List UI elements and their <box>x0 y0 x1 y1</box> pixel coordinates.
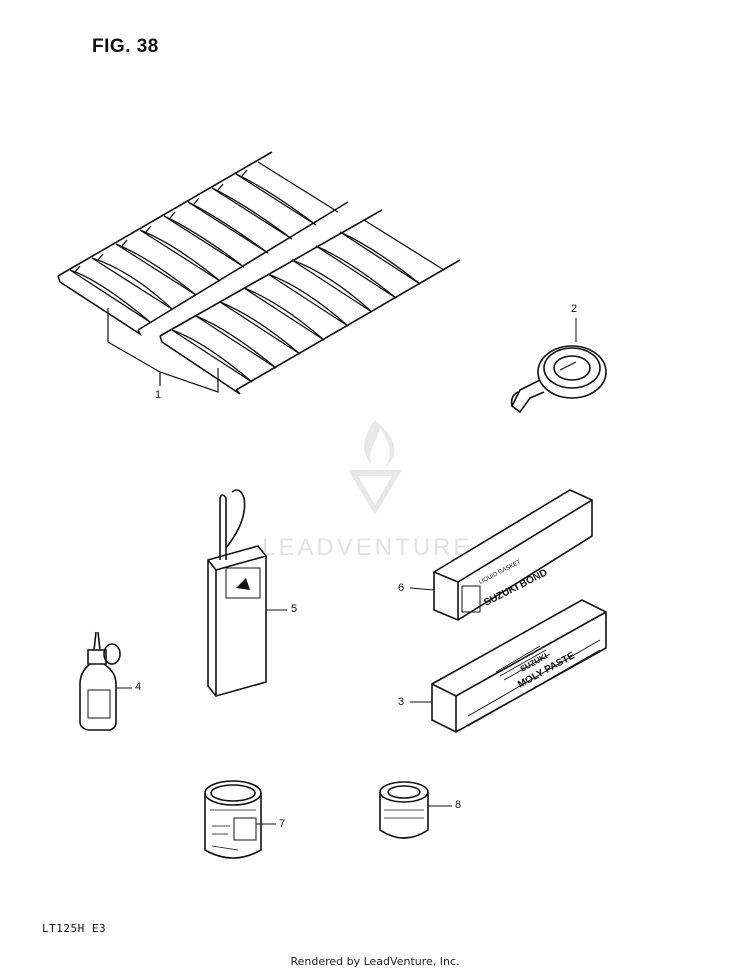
leader-lines <box>116 587 452 825</box>
leadventure-logo-icon <box>348 420 402 515</box>
callout-5: 5 <box>291 603 298 615</box>
small-can-icon <box>379 781 429 839</box>
tire-pressure-gauge-icon <box>510 318 607 414</box>
figure-title: FIG. 38 <box>92 36 159 57</box>
footer-credit: Rendered by LeadVenture, Inc. <box>290 955 460 968</box>
watermark-text: LEADVENTURE <box>262 534 473 561</box>
fuel-can-icon <box>207 489 267 697</box>
callout-3: 3 <box>398 696 405 708</box>
oil-bottle-icon <box>79 631 121 731</box>
callout-7: 7 <box>279 818 286 830</box>
model-code: LT125H E3 <box>42 922 107 935</box>
callout-1: 1 <box>155 389 161 401</box>
callout-6: 6 <box>398 582 405 594</box>
callout-2: 2 <box>571 303 578 315</box>
paint-can-icon <box>204 780 262 859</box>
callout-8: 8 <box>455 799 462 811</box>
tire-chains-icon <box>57 151 461 395</box>
callout-4: 4 <box>135 681 142 693</box>
